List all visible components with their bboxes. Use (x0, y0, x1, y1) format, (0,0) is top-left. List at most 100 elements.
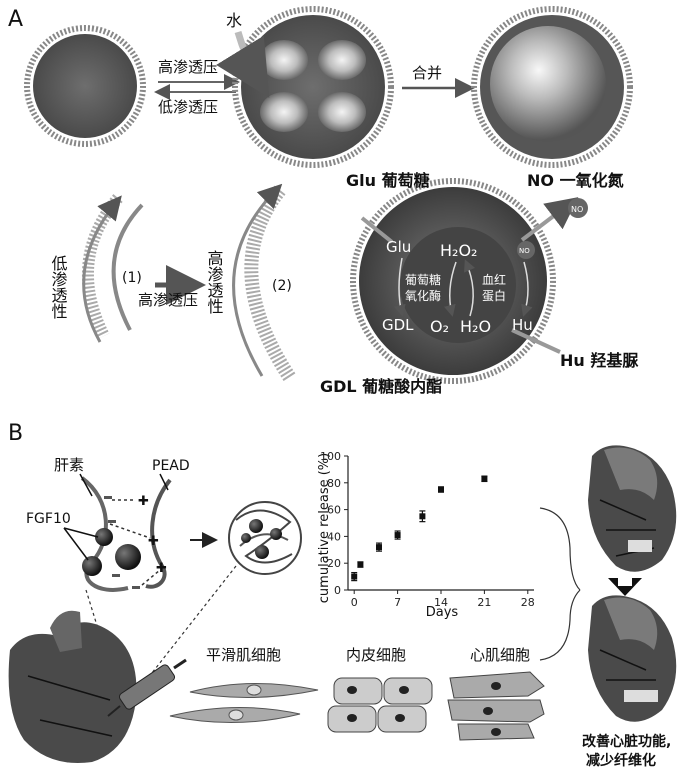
chart-xlabel: Days (426, 605, 459, 620)
inner-h2o2: H₂O₂ (440, 241, 477, 260)
inner-o2: O₂ (430, 317, 449, 336)
fgf10-bead (249, 519, 263, 533)
outcome-line-2: 减少纤维化 (586, 752, 656, 769)
inner-glu: Glu (386, 238, 411, 256)
minus-charge (108, 520, 116, 523)
heart-before (588, 445, 677, 572)
bracket (539, 507, 581, 591)
infarct-patch (628, 540, 652, 552)
chart-ylabel: cumulative release (%) (317, 453, 332, 603)
reaction-arrow (443, 261, 457, 317)
endothelial-cells (327, 677, 433, 733)
syringe-icon (118, 664, 176, 710)
reaction-arrow (521, 261, 533, 317)
chart-point (351, 573, 358, 580)
cardiomyocytes (447, 671, 545, 741)
chart-y-tick-label: 100 (320, 450, 341, 463)
chart-x-tick-label: 7 (394, 596, 401, 609)
heart-injection (8, 610, 187, 764)
membrane-arc-outer (111, 203, 144, 331)
outcome-line-1: 改善心脏功能, (582, 733, 671, 750)
enzyme-protocell (350, 178, 556, 384)
chart-y-tick-label: 20 (327, 557, 341, 570)
label-glu: Glu 葡萄糖 (346, 171, 430, 190)
no-molecule-icon (568, 198, 588, 218)
reaction-arrow (464, 259, 476, 317)
no-output-line (520, 197, 579, 242)
vesicle (318, 92, 366, 132)
inner-hu: Hu (512, 316, 533, 334)
no-molecule-inner-icon (517, 241, 535, 259)
membrane-arc-1-arrow (82, 195, 122, 343)
hu-input-line (511, 328, 561, 354)
fgf10-bead (82, 556, 102, 576)
label-pead: PEAD (152, 458, 190, 474)
minus-charge (104, 496, 112, 499)
arrow-down-icon (608, 578, 642, 596)
heart-after (588, 595, 677, 722)
label-high-osmotic: 高渗透压 (158, 58, 218, 76)
vesicle (260, 92, 308, 132)
glu-input-line (360, 216, 394, 244)
chart-point (376, 544, 382, 551)
membrane-arc-2-arrow (232, 183, 283, 377)
membrane-arc-2 (244, 185, 296, 382)
fgf10-pointer (63, 527, 99, 538)
label-fgf10: FGF10 (26, 511, 71, 527)
no-badge-inner: NO (519, 247, 530, 255)
no-badge-outer: NO (571, 205, 583, 214)
coacervate-schematic: ✚ ✚ ✚ (63, 473, 172, 592)
label-high-osmotic-2: 高渗透压 (138, 291, 198, 309)
chart-point (481, 475, 488, 482)
enzyme-hb-1: 血红 (482, 272, 506, 287)
minus-charge (132, 586, 140, 589)
panel-label-a: A (8, 7, 23, 32)
chart-point (394, 532, 401, 539)
vesicle (260, 40, 308, 80)
label-endothelial: 内皮细胞 (346, 646, 406, 664)
chart-x-tick-label: 14 (434, 596, 448, 609)
chart-x-tick-label: 0 (351, 596, 358, 609)
label-no: NO 一氧化氮 (527, 171, 624, 190)
chart-y-tick-label: 60 (327, 504, 341, 517)
protocell-with-vesicles (232, 6, 394, 168)
label-smooth-muscle: 平滑肌细胞 (206, 646, 281, 664)
chart-point (357, 561, 364, 568)
enzyme-gox-2: 氧化酶 (405, 288, 441, 303)
label-cardiomyocyte: 心肌细胞 (470, 646, 530, 664)
water-arrow (216, 31, 270, 98)
enzyme-hb-2: 蛋白 (482, 288, 506, 303)
label-step-1: (1) (122, 270, 142, 286)
fgf10-bead (115, 544, 141, 570)
chart-y-tick-label: 0 (334, 584, 341, 597)
chart-x-tick-label: 28 (521, 596, 535, 609)
inner-gdl: GDL (382, 316, 414, 334)
chart-point (438, 486, 444, 493)
heparin-pointer (79, 473, 93, 497)
coacervate-ball (228, 501, 302, 575)
reaction-arrow (393, 257, 406, 317)
merged-protocell (471, 6, 633, 168)
enzyme-gox-1: 葡萄糖 (405, 272, 441, 287)
pead-pointer (159, 473, 169, 491)
fgf10-bead (241, 533, 251, 543)
label-water: 水 (226, 11, 242, 30)
repaired-patch (624, 690, 658, 702)
vesicle (318, 40, 366, 80)
fgf10-bead (95, 528, 113, 546)
plus-charge: ✚ (156, 561, 167, 576)
label-merge: 合并 (412, 64, 442, 82)
smooth-muscle-cells (169, 683, 319, 723)
label-step-2: (2) (272, 278, 292, 294)
chart-point (419, 513, 426, 520)
fgf10-pointer (63, 527, 89, 561)
fgf10-bead (255, 545, 269, 559)
fgf10-bead (270, 528, 282, 540)
label-gdl: GDL 葡糖酸内酯 (320, 377, 442, 396)
chart-x-tick-label: 21 (477, 596, 491, 609)
bracket (539, 589, 581, 661)
panel-label-b: B (8, 421, 23, 446)
chart-y-tick-label: 40 (327, 530, 341, 543)
